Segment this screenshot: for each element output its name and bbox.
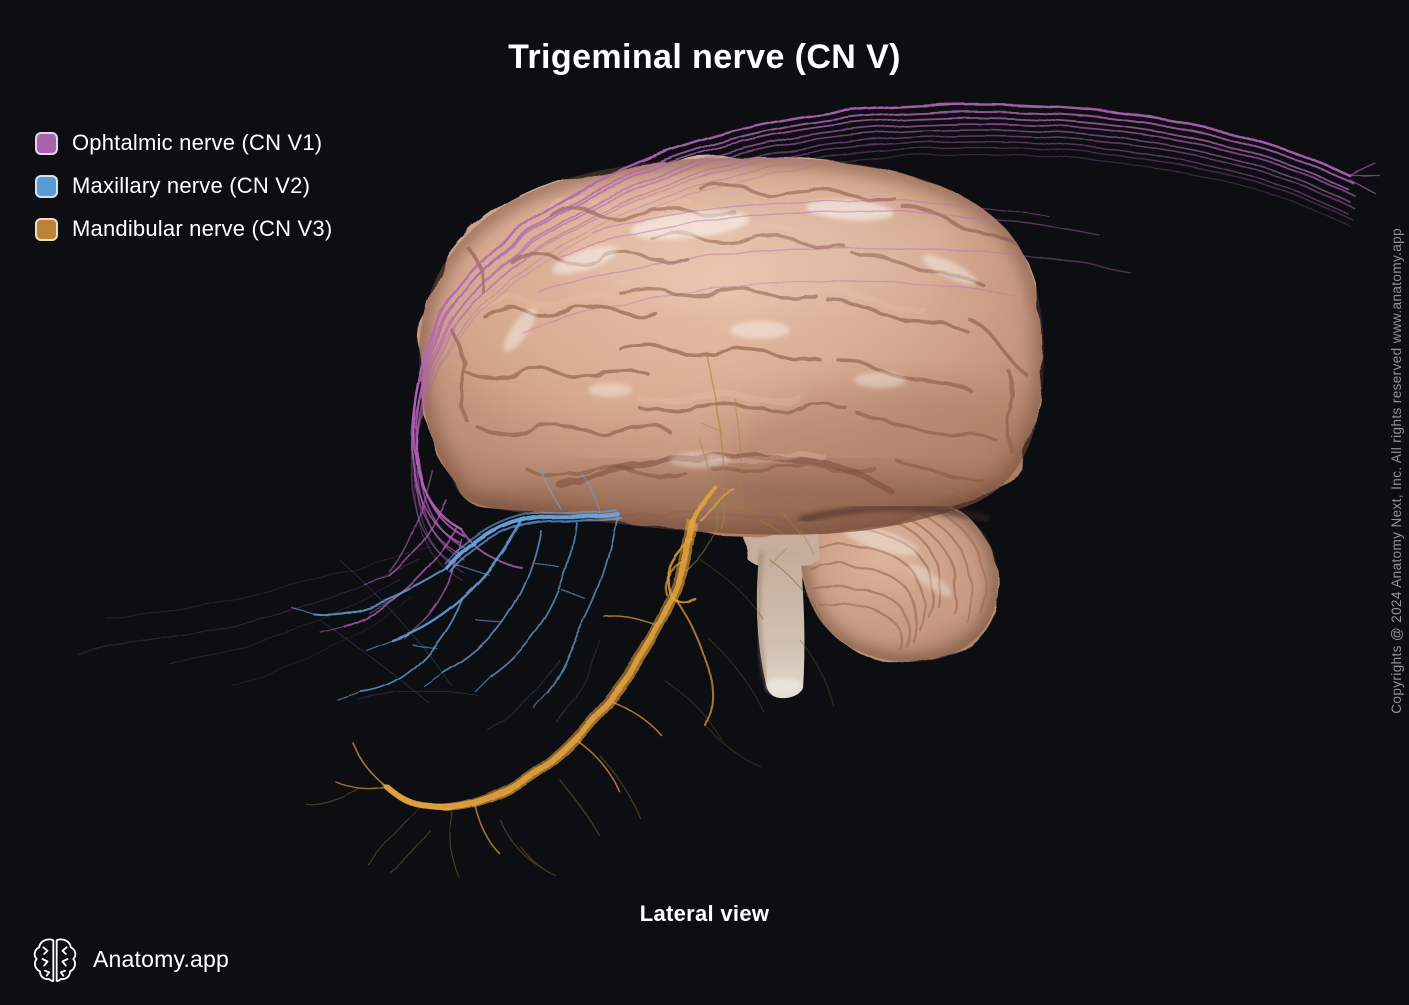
mandibular-nerve-fibers [307, 486, 835, 877]
anatomy-logo-brain-icon [33, 938, 77, 982]
footer-brand: Anatomy.app [30, 934, 229, 984]
cerebellum-shape [800, 497, 999, 663]
legend-item-mandibular: Mandibular nerve (CN V3) [35, 216, 332, 242]
legend-label-maxillary: Maxillary nerve (CN V2) [72, 173, 311, 198]
ophthalmic-nerve-fibers [77, 103, 1381, 687]
brand-name: Anatomy.app [93, 945, 230, 972]
maxillary-color-swatch [35, 174, 58, 198]
legend-item-maxillary: Maxillary nerve (CN V2) [35, 173, 332, 199]
legend: Ophtalmic nerve (CN V1) Maxillary nerve … [35, 130, 332, 259]
maxillary-nerve-fibers [291, 469, 622, 731]
legend-label-mandibular: Mandibular nerve (CN V3) [72, 216, 333, 241]
ophthalmic-color-swatch [35, 131, 58, 155]
mandibular-color-swatch [35, 217, 58, 241]
page-title: Trigeminal nerve (CN V) [508, 38, 901, 76]
copyright-watermark: Copyrights @ 2024 Anatomy Next, Inc. All… [1389, 228, 1404, 714]
view-caption: Lateral view [639, 901, 770, 926]
legend-label-ophthalmic: Ophtalmic nerve (CN V1) [72, 130, 323, 155]
legend-item-ophthalmic: Ophtalmic nerve (CN V1) [35, 130, 332, 156]
minor-nerve-fibers [685, 351, 989, 571]
